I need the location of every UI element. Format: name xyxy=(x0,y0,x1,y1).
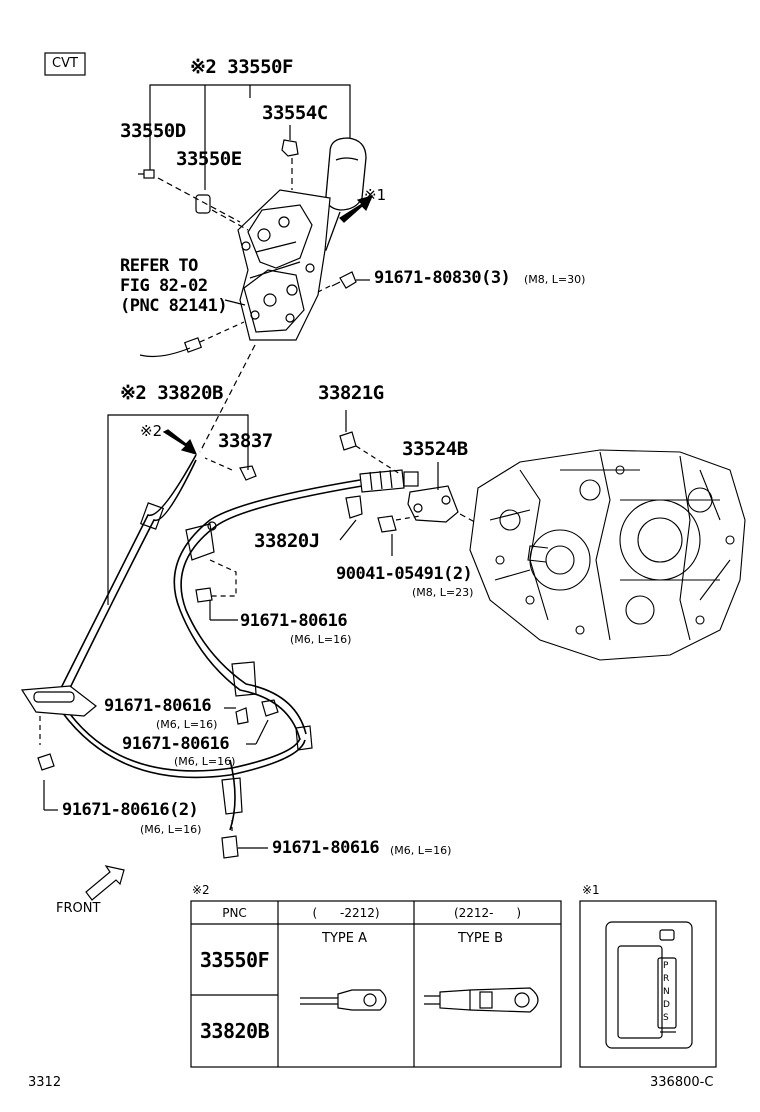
cable-end-33820J xyxy=(359,469,419,493)
footer-code: 336800-C xyxy=(650,1075,714,1090)
label-33524B: 33524B xyxy=(402,438,468,460)
cable-bracket-plate xyxy=(20,685,97,717)
label-91671-80830-spec: (M8, L=30) xyxy=(524,273,586,286)
gear-r: R xyxy=(663,974,670,984)
part-33550E-icon xyxy=(195,194,211,214)
cvt-tag-box xyxy=(44,52,86,76)
nut-33837-icon xyxy=(239,465,257,481)
refer-line-2: FIG 82-02 xyxy=(120,276,208,296)
bolt-91671-80616-upper-icon xyxy=(195,587,213,603)
part-33550D-icon xyxy=(138,169,155,179)
cable-clamp-right xyxy=(295,725,313,751)
transmission-cable xyxy=(173,479,363,831)
label-33821G: 33821G xyxy=(318,382,384,404)
label-91671-80616-mid: 91671-80616 xyxy=(104,696,212,716)
refer-line-1: REFER TO xyxy=(120,256,198,276)
inset1-shift-panel xyxy=(579,900,717,1068)
table2-row-33820B: 33820B xyxy=(199,1019,270,1043)
table2-header-b: (2212- ) xyxy=(453,905,522,920)
label-91671-80616-mid-spec: (M6, L=16) xyxy=(156,718,218,731)
type-b-end-icon xyxy=(424,987,539,1013)
label-91671-80616-2: 91671-80616(2) xyxy=(62,800,199,820)
bolt-91671-80616-d-icon xyxy=(37,753,55,771)
gear-s: S xyxy=(663,1013,669,1023)
label-91671-80616-upper: 91671-80616 xyxy=(240,611,348,631)
label-33554C: 33554C xyxy=(262,102,328,124)
clip-33820J-icon xyxy=(345,495,363,519)
bolt-91671-80616-e-icon xyxy=(221,835,239,859)
label-91671-80616-bottom: 91671-80616 xyxy=(272,838,380,858)
table2-type-b: TYPE B xyxy=(458,931,503,946)
type-a-end-icon xyxy=(300,989,387,1011)
label-91671-80616-bottom-spec: (M6, L=16) xyxy=(390,844,452,857)
refer-line-3: (PNC 82141) xyxy=(120,296,228,316)
transmission-assembly xyxy=(469,449,746,661)
part-33554C-icon xyxy=(281,139,299,157)
label-91671-80830: 91671-80830(3) xyxy=(374,268,511,288)
cable-lower-bracket xyxy=(221,777,243,815)
bolt-90041-icon xyxy=(377,515,397,533)
bolt-91671-80616-a-icon xyxy=(235,707,249,725)
bolt-91671-80830-icon xyxy=(331,271,357,289)
arrow-mark1-icon xyxy=(339,195,374,223)
gear-p: P xyxy=(663,961,669,971)
table2-header-a: ( -2212) xyxy=(312,905,380,920)
label-90041-05491: 90041-05491(2) xyxy=(336,564,473,584)
inset1-mark: ※1 xyxy=(582,883,600,897)
cvt-tag: CVT xyxy=(52,56,78,71)
nut-33821G-icon xyxy=(339,431,357,451)
label-33550E: 33550E xyxy=(176,148,242,170)
harness-connector xyxy=(139,337,203,358)
table2-header-pnc: PNC xyxy=(222,905,247,920)
label-mark2: ※2 xyxy=(140,422,163,440)
label-33550D: 33550D xyxy=(120,120,186,142)
label-91671-80616-lower: 91671-80616 xyxy=(122,734,230,754)
shifter-assembly xyxy=(237,189,331,341)
table2-type-a: TYPE A xyxy=(322,931,367,946)
cable-clamp-mid xyxy=(231,661,257,697)
table2-mark: ※2 xyxy=(192,883,210,897)
gear-d: D xyxy=(663,1000,670,1010)
footer-page: 3312 xyxy=(28,1075,62,1090)
cable-clamp-upper xyxy=(185,521,217,561)
label-33820B: ※2 33820B xyxy=(120,382,223,404)
gear-n: N xyxy=(663,987,670,997)
label-91671-80616-upper-spec: (M6, L=16) xyxy=(290,633,352,646)
label-91671-80616-lower-spec: (M6, L=16) xyxy=(174,755,236,768)
bracket-33524B xyxy=(407,485,459,523)
label-91671-80616-2-spec: (M6, L=16) xyxy=(140,823,202,836)
shift-cable-33820B xyxy=(59,454,306,779)
label-mark1: ※1 xyxy=(364,186,387,204)
table2-grid xyxy=(190,900,562,1068)
front-arrow-icon xyxy=(85,865,125,901)
label-90041-spec: (M8, L=23) xyxy=(412,586,474,599)
table2-row-33550F: 33550F xyxy=(199,947,270,972)
label-33550F: ※2 33550F xyxy=(190,56,293,78)
front-label: FRONT xyxy=(56,901,101,916)
bolt-91671-80616-b-icon xyxy=(261,699,279,717)
arrow-mark2-icon xyxy=(162,429,198,455)
label-33837: 33837 xyxy=(218,430,273,452)
label-33820J: 33820J xyxy=(254,530,320,552)
